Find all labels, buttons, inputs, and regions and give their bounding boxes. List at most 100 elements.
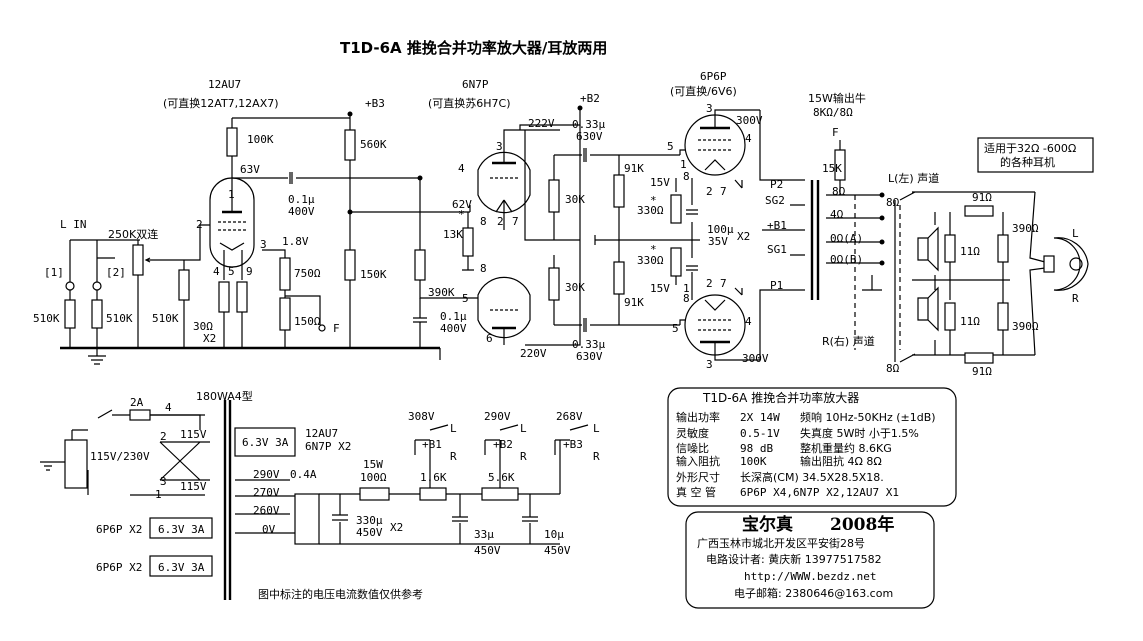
- tx-feedback-f: F: [832, 126, 839, 139]
- transformer-primary-leads: [759, 110, 805, 360]
- ground-symbol-1: [88, 348, 106, 365]
- v2-pin-4: 4: [458, 162, 465, 175]
- coupling-cap-033-top: [554, 148, 680, 162]
- resistor-510k-3: [178, 269, 190, 301]
- v2-pin-6: 6: [486, 332, 493, 345]
- ht-current: 0.4A: [290, 468, 317, 481]
- power-transformer-core: [223, 400, 232, 600]
- tube-6n7p-grids: [490, 177, 518, 311]
- cap-330-label: 330μ: [356, 514, 383, 527]
- resistor-560k: [344, 129, 356, 161]
- maker-designer: 电路设计者: 黄庆新 13977517582: [706, 552, 882, 566]
- spec-title: T1D-6A 推挽合并功率放大器: [702, 390, 859, 405]
- primary-pin-2: 2: [160, 430, 167, 443]
- coupling-cap-033-bot: [554, 318, 680, 332]
- r-91-bot-label: 91Ω: [972, 365, 992, 378]
- cathode-ground-marks: [734, 179, 743, 296]
- headphone-note: 适用于32Ω -600Ω: [984, 142, 1076, 155]
- spec-label-1: 灵敏度: [676, 426, 709, 440]
- tap-8-top: 8Ω: [886, 196, 900, 209]
- b2-node: [577, 105, 583, 111]
- v2-pin-2: 2: [497, 215, 504, 228]
- v-62: 62V: [452, 198, 472, 211]
- heater-1-label: 6.3V 3A: [242, 436, 289, 449]
- cap-01-400v-b: [413, 298, 427, 348]
- tube-6n7p-lower: [477, 276, 531, 339]
- pin-2: 2: [196, 218, 203, 231]
- headphone-note-box: [977, 137, 1094, 173]
- v3-pin-1-top: 1: [680, 158, 687, 171]
- power-note: 图中标注的电压电流数值仅供参考: [258, 587, 423, 601]
- r-13k-wiring: [462, 212, 474, 271]
- r-330-bot-label: 330Ω: [637, 254, 664, 267]
- ground-symbol-output: [862, 275, 882, 291]
- primary-pin-1: 1: [155, 488, 162, 501]
- tube-6n7p-upper: [477, 151, 531, 214]
- v-222: 222V: [528, 117, 555, 130]
- cap-330-x2: X2: [390, 521, 403, 534]
- ht-tap-260: 260V: [253, 504, 280, 517]
- v-300-bot: 300V: [742, 352, 769, 365]
- headphone-jack: [1043, 255, 1055, 273]
- tx-sg2: SG2: [765, 194, 785, 207]
- headphone-icon: [1053, 237, 1089, 291]
- resistor-13k: [462, 227, 474, 257]
- r-1-6k-label: 1.6K: [420, 471, 447, 484]
- tx-tap-8: 8Ω: [832, 185, 846, 198]
- star-330-bot: *: [650, 243, 657, 256]
- spec-label-0: 输出功率: [676, 410, 720, 424]
- v-220: 220V: [520, 347, 547, 360]
- v3-pin-4-top: 4: [745, 132, 752, 145]
- spec-box: [667, 387, 957, 507]
- v2-alt: (可直换苏6H7C): [428, 96, 511, 110]
- v2-pin-7: 7: [512, 215, 519, 228]
- tube-12au7: [209, 177, 255, 268]
- speaker-left-icon: [917, 226, 939, 272]
- tx-b1: +B1: [767, 219, 787, 232]
- maker-website: http://WWW.bezdz.net: [744, 570, 876, 583]
- resistor-91-bot: [964, 352, 994, 364]
- v2-pin-8a: 8: [480, 215, 487, 228]
- v2-pin-5: 5: [462, 292, 469, 305]
- r-390-bot-label: 390Ω: [1012, 320, 1039, 333]
- v-308: 308V: [408, 410, 435, 423]
- plate-load-wiring: [524, 125, 581, 346]
- primary-winding-links: [130, 414, 210, 496]
- bias-node: [347, 209, 353, 215]
- rail-b1: +B1: [422, 438, 442, 451]
- heater-1-tube2: 6N7P X2: [305, 440, 351, 453]
- r-390-top-label: 390Ω: [1012, 222, 1039, 235]
- resistor-11-top: [944, 234, 956, 263]
- r-11-top-label: 11Ω: [960, 245, 980, 258]
- cap-100u-x2: X2: [737, 230, 750, 243]
- tx-tap-0b: 0Ω(B): [830, 253, 863, 266]
- cap-33-voltage: 450V: [474, 544, 501, 557]
- b2-label: +B2: [580, 92, 600, 105]
- spec-rows: 输出功率 2X 14W 频响 10Hz-50KHz (±1dB) 灵敏度 0.5…: [676, 410, 936, 499]
- pin-4: 4: [213, 265, 220, 278]
- resistor-1-6k: [419, 487, 447, 501]
- resistor-750: [279, 257, 291, 291]
- tube-6p6p-grids: [698, 139, 732, 331]
- r-330-top-label: 330Ω: [637, 204, 664, 217]
- transformer-secondary-leads: [826, 140, 880, 264]
- headphone-wiring: [1029, 191, 1046, 356]
- v3-alt: (可直换/6V6): [670, 84, 737, 98]
- pin-1: 1: [228, 188, 235, 201]
- r-100-label: 100Ω: [360, 471, 387, 484]
- tap-dot-3: [879, 239, 885, 245]
- cap-100u-voltage: 35V: [708, 235, 728, 248]
- filter-caps: [332, 514, 538, 522]
- rail-b2-r: R: [520, 450, 527, 463]
- v3-pin-2-bot: 2: [706, 277, 713, 290]
- maker-email: 电子邮箱: 2380646@163.com: [734, 586, 893, 600]
- cathode-wiring: [223, 249, 321, 348]
- transformer-impedance: 8KΩ/8Ω: [813, 106, 853, 119]
- maker-name: 宝尔真: [742, 514, 793, 535]
- r-91k-bot-label: 91K: [624, 296, 644, 309]
- ht-taps: [235, 479, 295, 534]
- tx-tap-0a: 0Ω(A): [830, 232, 863, 245]
- tap-dot-2: [879, 215, 885, 221]
- left-channel-label: L(左) 声道: [888, 171, 939, 185]
